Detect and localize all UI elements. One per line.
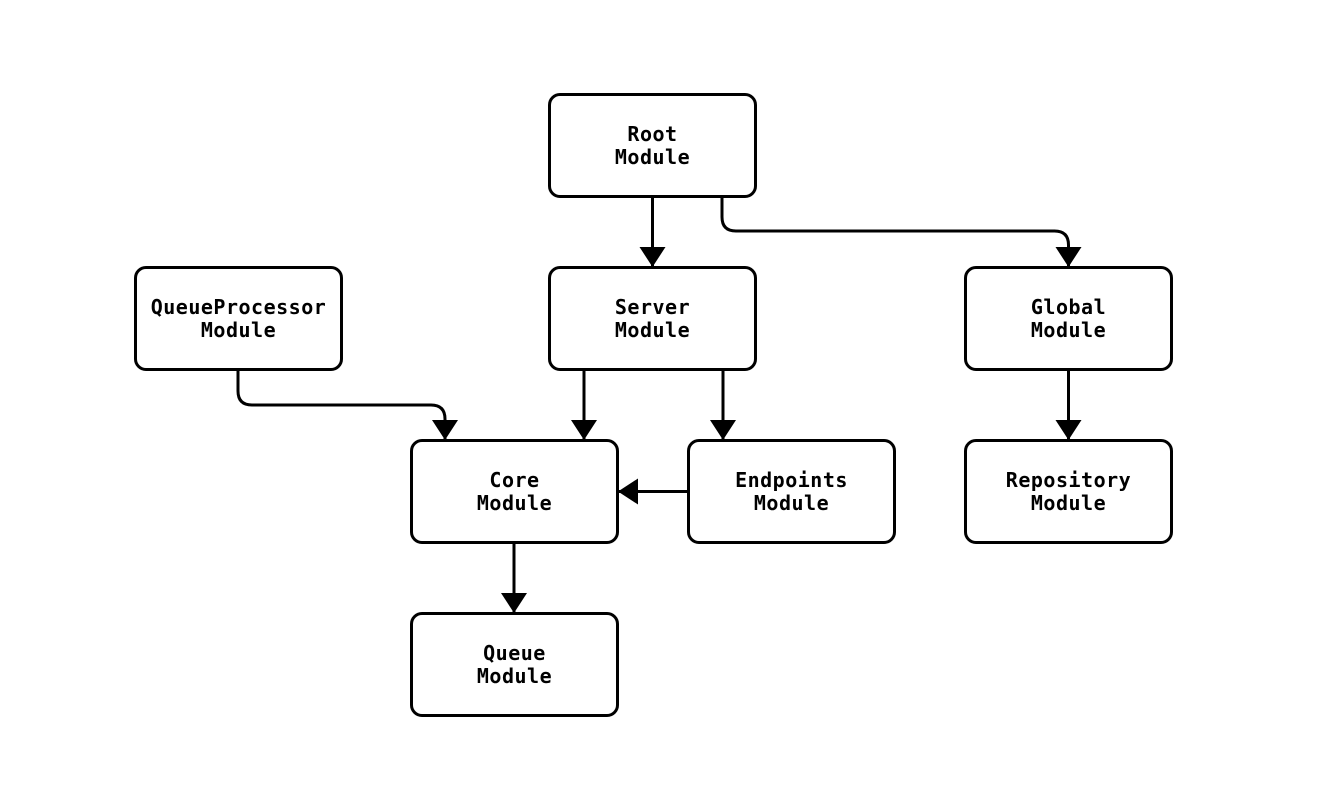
node-queueprocessor: QueueProcessor Module [134,266,343,371]
node-endpoints: Endpoints Module [687,439,896,544]
edge-group [236,198,1082,613]
node-repository-label: Repository Module [1005,467,1132,515]
node-core: Core Module [410,439,619,544]
node-root-label: Root Module [614,121,691,169]
node-global-label: Global Module [1030,294,1107,342]
edge-queueprocessor-to-core [236,371,458,440]
node-endpoints-label: Endpoints Module [735,467,848,515]
node-queue: Queue Module [410,612,619,717]
node-global: Global Module [964,266,1173,371]
node-repository: Repository Module [964,439,1173,544]
node-queue-label: Queue Module [476,640,553,688]
node-core-label: Core Module [476,467,553,515]
node-root: Root Module [548,93,757,198]
node-queueprocessor-label: QueueProcessor Module [150,294,327,342]
node-server: Server Module [548,266,757,371]
node-server-label: Server Module [614,294,691,342]
edge-root-to-global [720,198,1082,267]
